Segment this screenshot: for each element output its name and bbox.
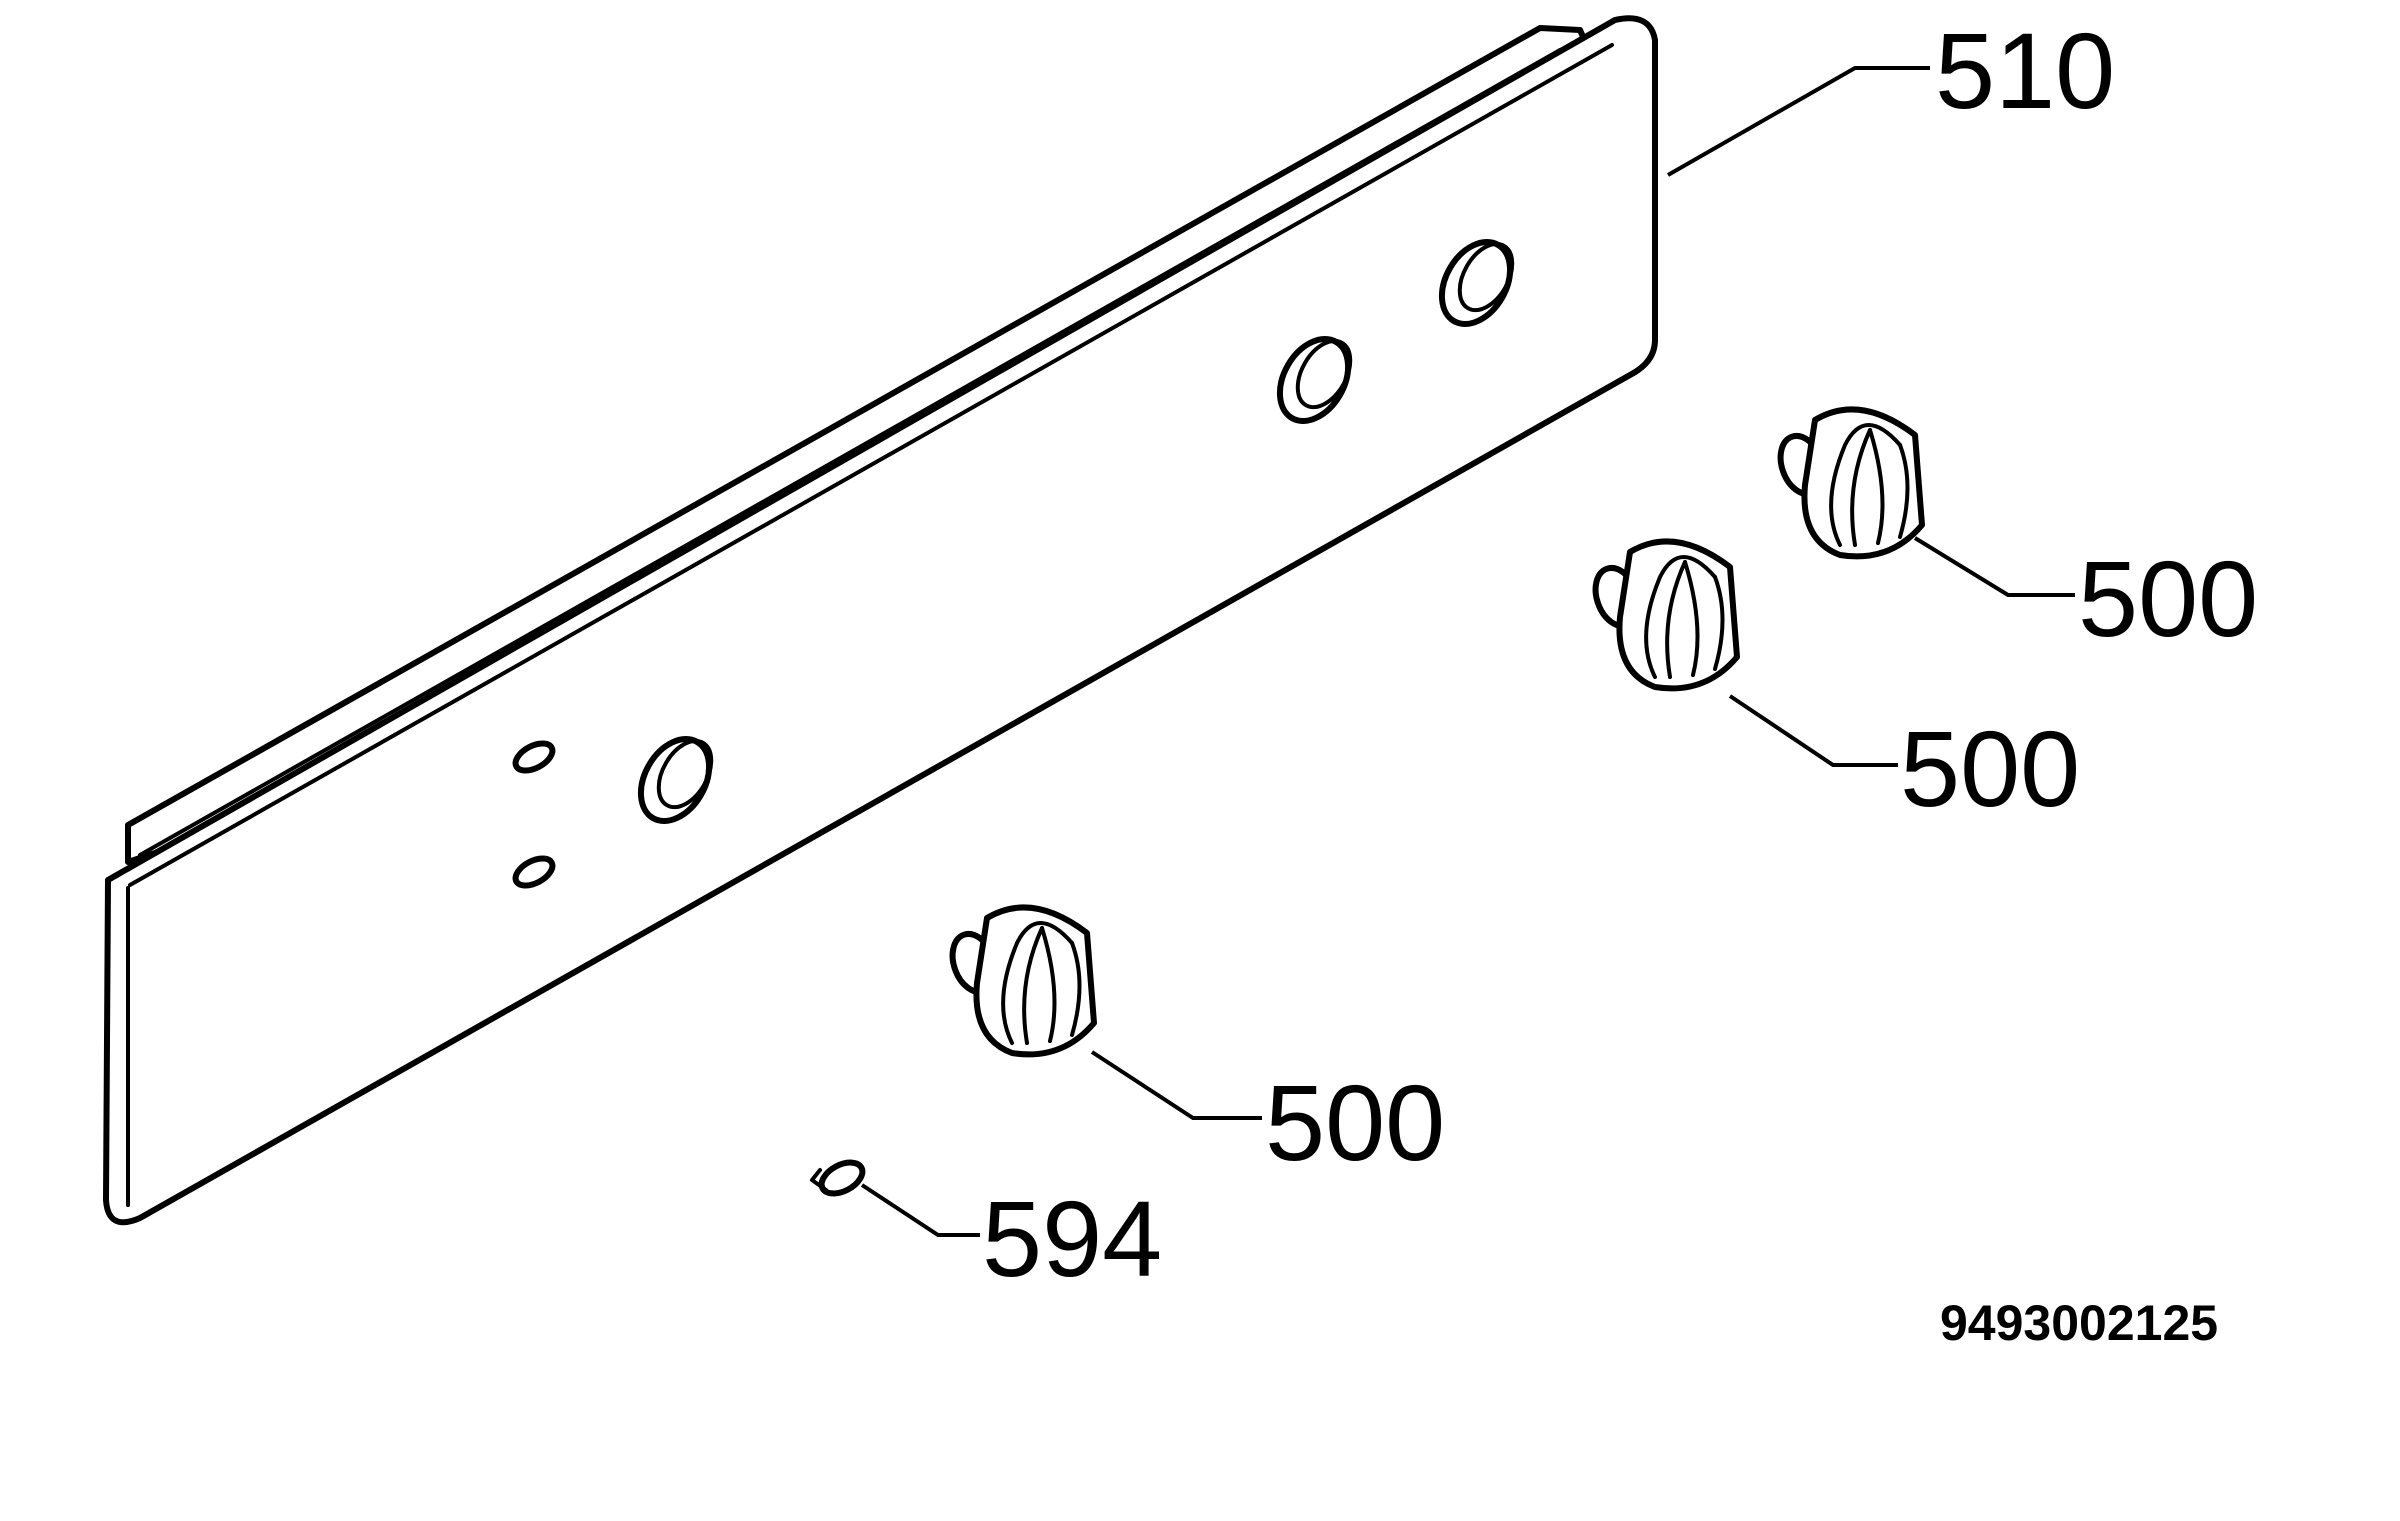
- callout-500-bottom: 500: [1265, 1062, 1445, 1183]
- callout-500-middle: 500: [1900, 708, 2080, 829]
- small-cap-part: [810, 1159, 866, 1197]
- leader-line-500-top: [1913, 536, 2075, 597]
- indicator-hole-upper: [512, 740, 556, 774]
- indicator-hole-lower: [512, 855, 556, 889]
- callout-594: 594: [982, 1178, 1162, 1299]
- leader-line-500-middle: [1728, 694, 1898, 767]
- knob-hole-right-top: [1438, 239, 1515, 327]
- control-knob-bottom: [949, 904, 1097, 1058]
- leader-line-500-bottom: [1090, 1050, 1262, 1120]
- knob-hole-right-bottom: [1276, 336, 1353, 424]
- leader-line-594: [860, 1183, 980, 1237]
- leader-line-510: [1667, 66, 1930, 177]
- control-knob-middle: [1592, 538, 1740, 692]
- panel-top-edge: [128, 43, 1614, 887]
- control-knob-top: [1777, 406, 1925, 560]
- callout-510: 510: [1935, 10, 2115, 131]
- callout-500-top: 500: [2078, 538, 2258, 659]
- control-panel: [103, 15, 1658, 1226]
- knob-hole-left: [637, 736, 714, 824]
- panel-front-face: [103, 15, 1658, 1226]
- drawing-number: 9493002125: [1940, 1295, 2218, 1351]
